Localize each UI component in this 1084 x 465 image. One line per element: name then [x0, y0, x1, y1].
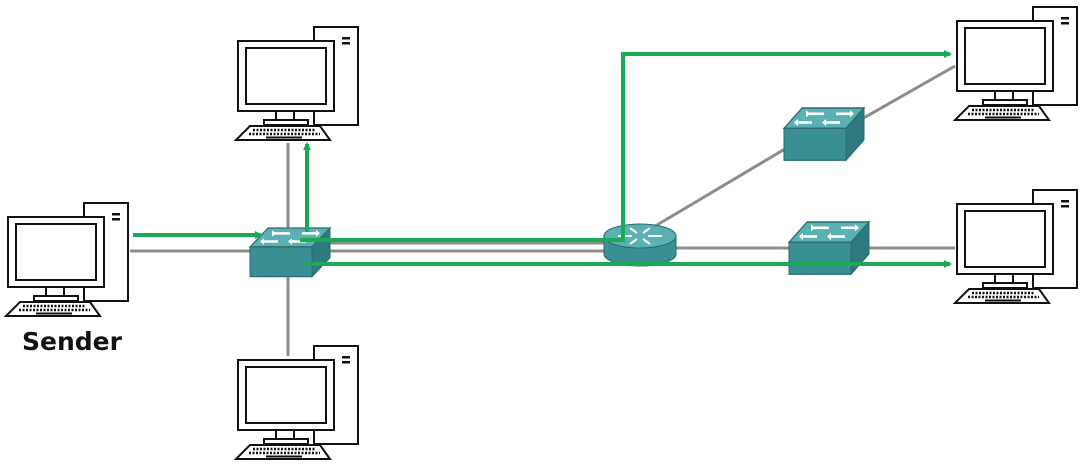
- computer-icon: [234, 344, 360, 461]
- traffic-paths: [133, 50, 952, 268]
- switch-icon: [248, 226, 332, 278]
- link-router-upper-switch: [651, 138, 801, 230]
- sender-label: Sender: [22, 327, 122, 356]
- traffic-arrow-to-right-top-pc: [300, 50, 952, 242]
- switch-icon: [782, 106, 866, 162]
- computer-icon: [234, 25, 360, 142]
- computer-icon: [953, 5, 1079, 122]
- router-icon: [603, 223, 677, 267]
- computer-icon: [953, 188, 1079, 305]
- switch-icon: [787, 220, 871, 276]
- computer-icon: [4, 201, 130, 318]
